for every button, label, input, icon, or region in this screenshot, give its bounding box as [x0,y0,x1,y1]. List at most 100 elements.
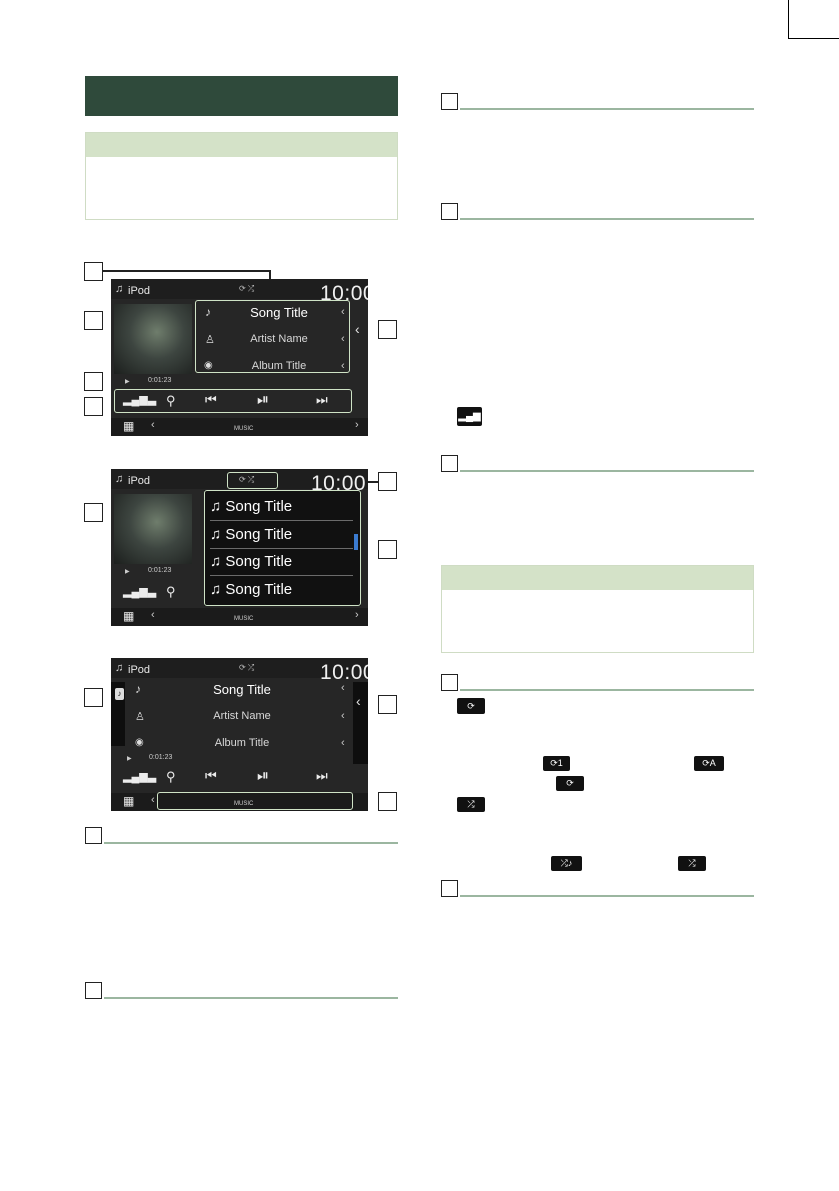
list-divider [210,548,353,549]
bottom-bar [111,793,368,811]
status-bar [111,658,368,678]
song-icon: ♪ [205,305,211,319]
scrollbar-thumb[interactable] [354,534,358,550]
clock: 10:00 [320,282,368,305]
callout-box-11 [378,792,397,811]
repeat-icon: ⟳ ⤮ [239,663,255,672]
shuffle-icon: ⤮ [457,797,485,812]
artist-icon: ♙ [205,334,215,346]
next-track-icon[interactable]: ⏭ [316,768,328,783]
chevron-left-icon[interactable]: ‹ [151,609,155,621]
song-title: Song Title [213,682,271,697]
list-item[interactable]: ♫ Song Title [210,526,293,543]
list-item[interactable]: ♫ Song Title [210,581,293,598]
bottom-bar [111,418,368,436]
previous-track-icon[interactable]: ⏮ [205,392,217,407]
chevron-left-icon[interactable]: ‹ [341,737,345,749]
bottom-label: MUSIC [234,801,254,807]
repeat-icon[interactable]: ⟳ ⤮ [239,475,255,484]
album-icon: ◉ [135,737,144,748]
shuffle-off-icon: ⤮ [678,856,706,871]
bottom-bar-highlight [157,792,353,810]
grid-menu-icon[interactable]: ▦ [123,609,135,623]
grid-menu-icon[interactable]: ▦ [123,794,135,808]
source-label: iPod [128,664,151,676]
equalizer-icon[interactable]: ▂▄▆▃ [123,586,157,598]
repeat-icon: ⟳ [457,698,485,714]
source-label: iPod [128,475,151,487]
chevron-right-icon[interactable]: › [355,609,359,621]
repeat-off-icon: ⟳ [556,776,584,791]
play-indicator-icon: ▶ [127,756,132,762]
track-info-highlight [195,300,350,373]
equalizer-icon[interactable]: ▂▄▆▃ [123,394,157,406]
shuffle-song-icon: ⤮♪ [551,856,582,871]
player-screen-3: ♫ iPod ⟳ ⤮ 10:00 ♪ ♪ Song Title ♙ Artist… [111,658,368,811]
section-rule-1 [104,842,398,844]
chevron-left-icon[interactable]: ‹ [151,419,155,431]
callout-box-2 [84,311,103,330]
list-item[interactable]: ♫ Song Title [210,498,293,515]
source-label: iPod [128,285,151,297]
note-box-header [86,133,397,157]
section-marker-2 [85,982,102,999]
chevron-left-icon[interactable]: ‹ [355,321,360,337]
section-title-bar [85,76,398,116]
chevron-left-icon[interactable]: ‹ [356,693,361,709]
next-track-icon[interactable]: ⏭ [316,392,328,407]
chevron-right-icon[interactable]: › [355,419,359,431]
chevron-left-icon[interactable]: ‹ [341,682,345,694]
callout-box-9 [84,688,103,707]
repeat-all-icon: ⟳A [694,756,724,771]
song-icon: ♫ [210,526,226,543]
equalizer-icon: ▂▄▆ [457,407,482,426]
callout-box-5 [84,397,103,416]
music-note-icon: ♫ [115,662,124,674]
callout-box-10 [378,695,397,714]
music-note-icon: ♫ [115,283,124,295]
repeat-shuffle-highlight [227,472,278,489]
song-icon: ♫ [210,553,226,570]
previous-track-icon[interactable]: ⏮ [205,768,217,783]
section-rule-3 [460,108,754,110]
section-marker-4 [441,203,458,220]
play-time: 0:01:23 [149,754,173,761]
section-rule-2 [104,997,398,999]
song-icon: ♫ [210,498,226,515]
album-title: Album Title [214,737,270,749]
list-divider [210,575,353,576]
search-icon[interactable]: ⚲ [166,393,176,408]
list-item[interactable]: ♫ Song Title [210,553,293,570]
section-marker-1 [85,827,102,844]
equalizer-icon[interactable]: ▂▄▆▃ [123,771,157,783]
search-icon[interactable]: ⚲ [166,769,176,784]
chevron-left-icon[interactable]: ‹ [341,306,345,318]
music-info-icon[interactable]: ♪ [115,688,124,700]
section-rule-6 [460,689,754,691]
grid-menu-icon[interactable]: ▦ [123,419,135,433]
play-indicator-icon: ▶ [125,379,130,385]
side-panel [353,682,368,764]
section-marker-7 [441,880,458,897]
chevron-left-icon[interactable]: ‹ [341,360,345,372]
play-time: 0:01:23 [148,377,172,384]
section-rule-7 [460,895,754,897]
chevron-left-icon[interactable]: ‹ [151,794,155,806]
play-time: 0:01:23 [148,567,172,574]
album-title: Album Title [251,360,307,372]
play-pause-icon[interactable]: ⏯ [257,767,270,784]
song-title: Song Title [250,305,308,320]
section-marker-3 [441,93,458,110]
search-icon[interactable]: ⚲ [166,584,176,599]
callout-box-8 [378,540,397,559]
chevron-left-icon[interactable]: ‹ [341,710,345,722]
note-box-header [442,566,753,590]
repeat-one-icon: ⟳1 [543,756,570,771]
note-box-top [85,132,398,220]
controls-highlight [114,389,352,413]
artist-icon: ♙ [135,711,145,723]
play-pause-icon[interactable]: ⏯ [257,391,270,408]
play-indicator-icon: ▶ [125,569,130,575]
chevron-left-icon[interactable]: ‹ [341,333,345,345]
bottom-label: MUSIC [234,616,254,622]
